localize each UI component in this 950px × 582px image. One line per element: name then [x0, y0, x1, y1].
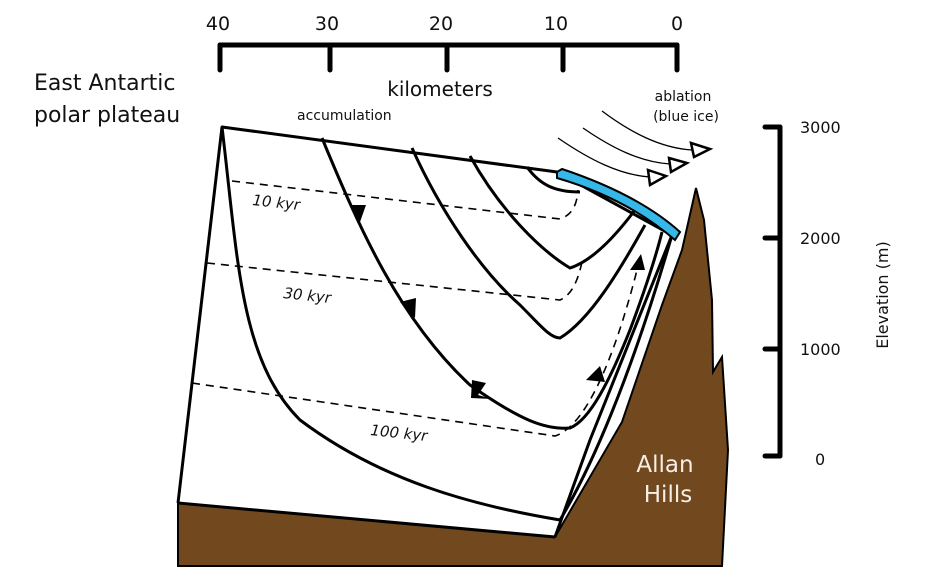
down-arrow-1 [351, 205, 366, 222]
flow-arrows [351, 205, 645, 399]
down-arrow-2 [400, 298, 416, 318]
elevation-axis-label: Elevation (m) [873, 241, 892, 348]
ice-base-line [177, 501, 556, 539]
distance-scale-bar [217, 42, 680, 73]
title-line-1: East Antartic [34, 71, 175, 96]
blue-ice-zone [556, 167, 682, 242]
distance-tick-0: 0 [671, 13, 683, 35]
ablation-label: ablation [655, 89, 712, 105]
blue-ice-label: (blue ice) [653, 109, 719, 125]
down-arrow-3 [471, 380, 492, 399]
elevation-tick-0: 0 [815, 450, 825, 469]
isochrone-30kyr-label: 30 kyr [283, 284, 333, 307]
accumulation-label: accumulation [297, 108, 392, 124]
allan-hills-label-2: Hills [644, 482, 692, 508]
elevation-tick-3000: 3000 [800, 118, 841, 137]
isochrones [191, 180, 641, 437]
distance-tick-40: 40 [206, 13, 230, 35]
distance-axis-label: kilometers [387, 77, 493, 101]
elevation-tick-1000: 1000 [800, 340, 841, 359]
distance-tick-10: 10 [544, 13, 568, 35]
title-line-2: polar plateau [34, 103, 180, 128]
bedrock [177, 187, 730, 567]
distance-tick-30: 30 [315, 13, 339, 35]
up-arrow-2 [630, 254, 645, 270]
flow-lines [220, 126, 674, 522]
allan-hills-label-1: Allan [636, 452, 693, 478]
elevation-tick-2000: 2000 [800, 229, 841, 248]
ablation-flow-arrows [557, 110, 693, 178]
ablation-arrowheads [646, 141, 714, 187]
isochrone-100kyr [191, 257, 641, 437]
up-arrow-1 [586, 366, 605, 382]
distance-tick-20: 20 [429, 13, 453, 35]
isochrone-30kyr [206, 261, 583, 301]
isochrone-10kyr-label: 10 kyr [252, 191, 302, 214]
elevation-scale-bar [762, 124, 783, 459]
isochrone-100kyr-label: 100 kyr [370, 421, 430, 445]
